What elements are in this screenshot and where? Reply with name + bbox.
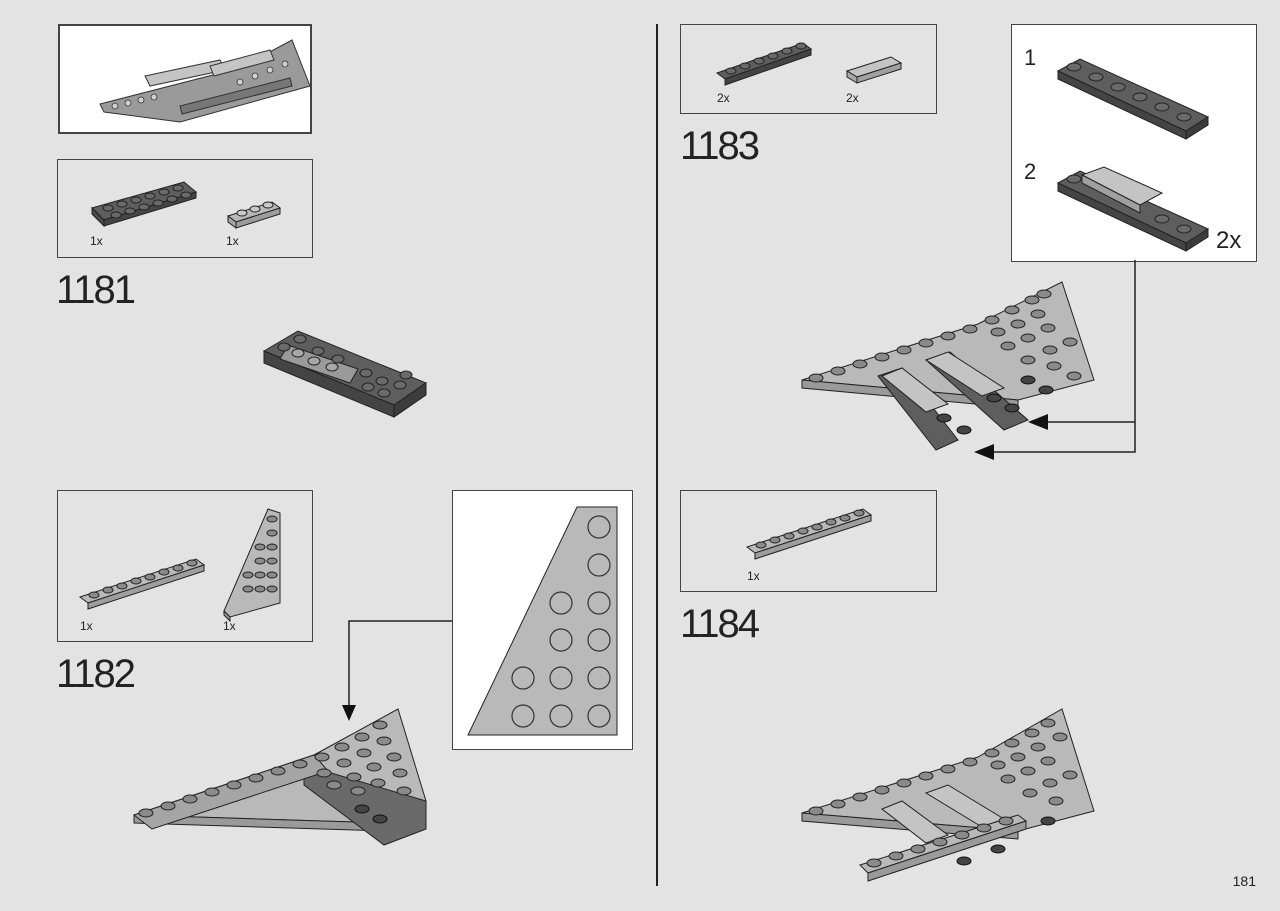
parts-callout-1183: 2x 2x [680,24,937,114]
part-qty: 1x [747,569,760,583]
subassembly-multiplier: 2x [1216,227,1242,254]
part-plate-1x8-light [78,558,206,610]
detail-callout-wedge [452,490,633,750]
callout-arrow-1182 [342,620,452,721]
substep-number: 2 [1024,159,1037,184]
page-number: 181 [1232,873,1256,889]
part-qty: 2x [717,91,730,105]
part-plate-1x8-light [745,508,873,560]
step-number-1183: 1183 [680,124,760,168]
parts-callout-1182: 1x 1x [57,490,313,642]
subassembly-callout: 1 2 2x [1011,24,1257,262]
overview-model-image [99,39,311,123]
build-image-1181 [262,330,428,418]
substep-2-plate-with-tile [1056,166,1210,252]
overview-box [58,24,312,134]
parts-callout-1184: 1x [680,490,937,592]
part-wedge-plate-light [223,508,281,623]
build-image-1183 [801,281,1095,451]
build-image-1184 [801,708,1095,882]
step-number-1184: 1184 [680,602,760,646]
substep-number: 1 [1024,45,1037,70]
step-number-1182: 1182 [56,652,136,696]
part-plate-1x6-dark [715,42,813,86]
part-plate-2x6-dark [91,181,198,228]
wedge-plate-top-view [467,506,618,736]
part-qty: 1x [90,234,103,248]
part-qty: 1x [80,619,93,633]
parts-callout-1181: 1x 1x [57,159,313,258]
substep-1-plate-1x6-dark [1056,58,1210,140]
part-plate-1x3-light [226,201,282,229]
callout-arrows-1183 [974,260,1136,460]
part-qty: 1x [223,619,236,633]
part-qty: 2x [846,91,859,105]
build-image-1182 [132,708,427,846]
page-divider [656,24,658,886]
part-qty: 1x [226,234,239,248]
step-number-1181: 1181 [56,268,136,312]
part-tile-1x4-light [845,56,903,84]
